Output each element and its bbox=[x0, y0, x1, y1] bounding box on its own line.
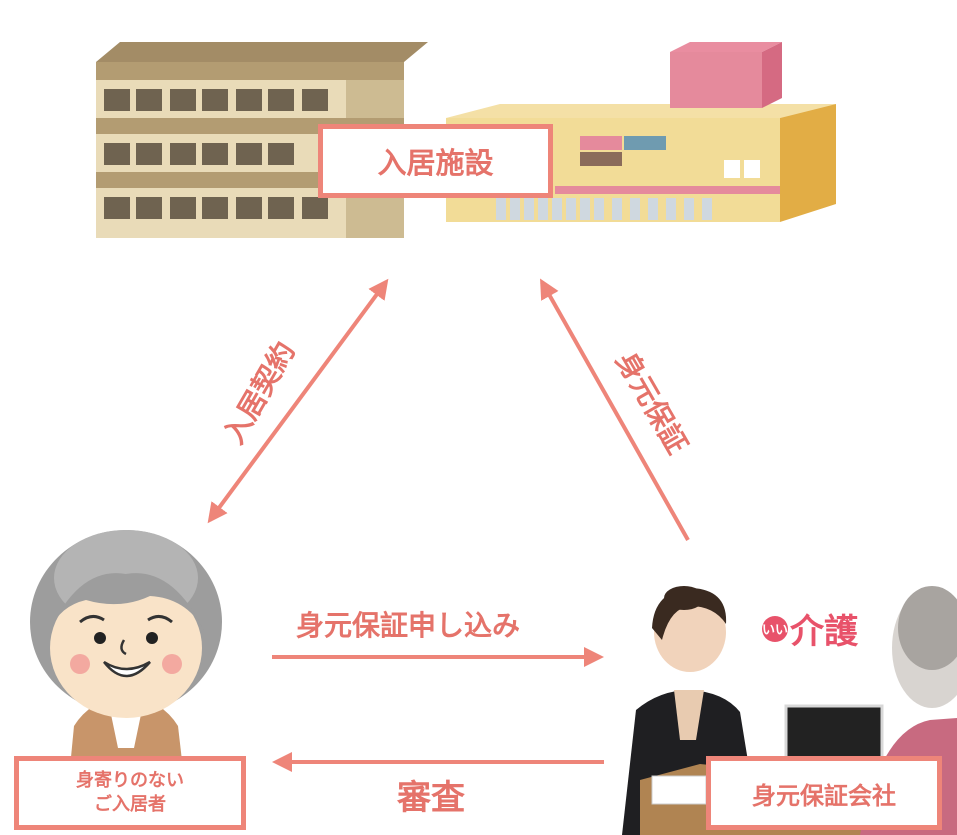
edge-contract-arrow bbox=[207, 278, 389, 524]
brand-mark-icon: いい bbox=[762, 615, 788, 642]
node-resident: 身寄りのない ご入居者 bbox=[14, 756, 246, 830]
company-label: 身元保証会社 bbox=[752, 781, 896, 810]
brand-name: 介護 bbox=[790, 612, 858, 652]
node-facility: 入居施設 bbox=[318, 124, 553, 198]
resident-label-line2: ご入居者 bbox=[94, 794, 166, 815]
edge-application-label: 身元保証申し込み bbox=[296, 609, 521, 642]
facility-label: 入居施設 bbox=[377, 146, 494, 180]
resident-label-line1: 身寄りのない bbox=[76, 770, 184, 791]
edge-review-label: 審査 bbox=[397, 778, 465, 818]
resident-illustration bbox=[30, 530, 222, 830]
brand-logo: いい 介護 bbox=[762, 604, 858, 653]
edge-guarantee-arrow bbox=[540, 278, 690, 541]
node-company: 身元保証会社 bbox=[706, 756, 942, 830]
